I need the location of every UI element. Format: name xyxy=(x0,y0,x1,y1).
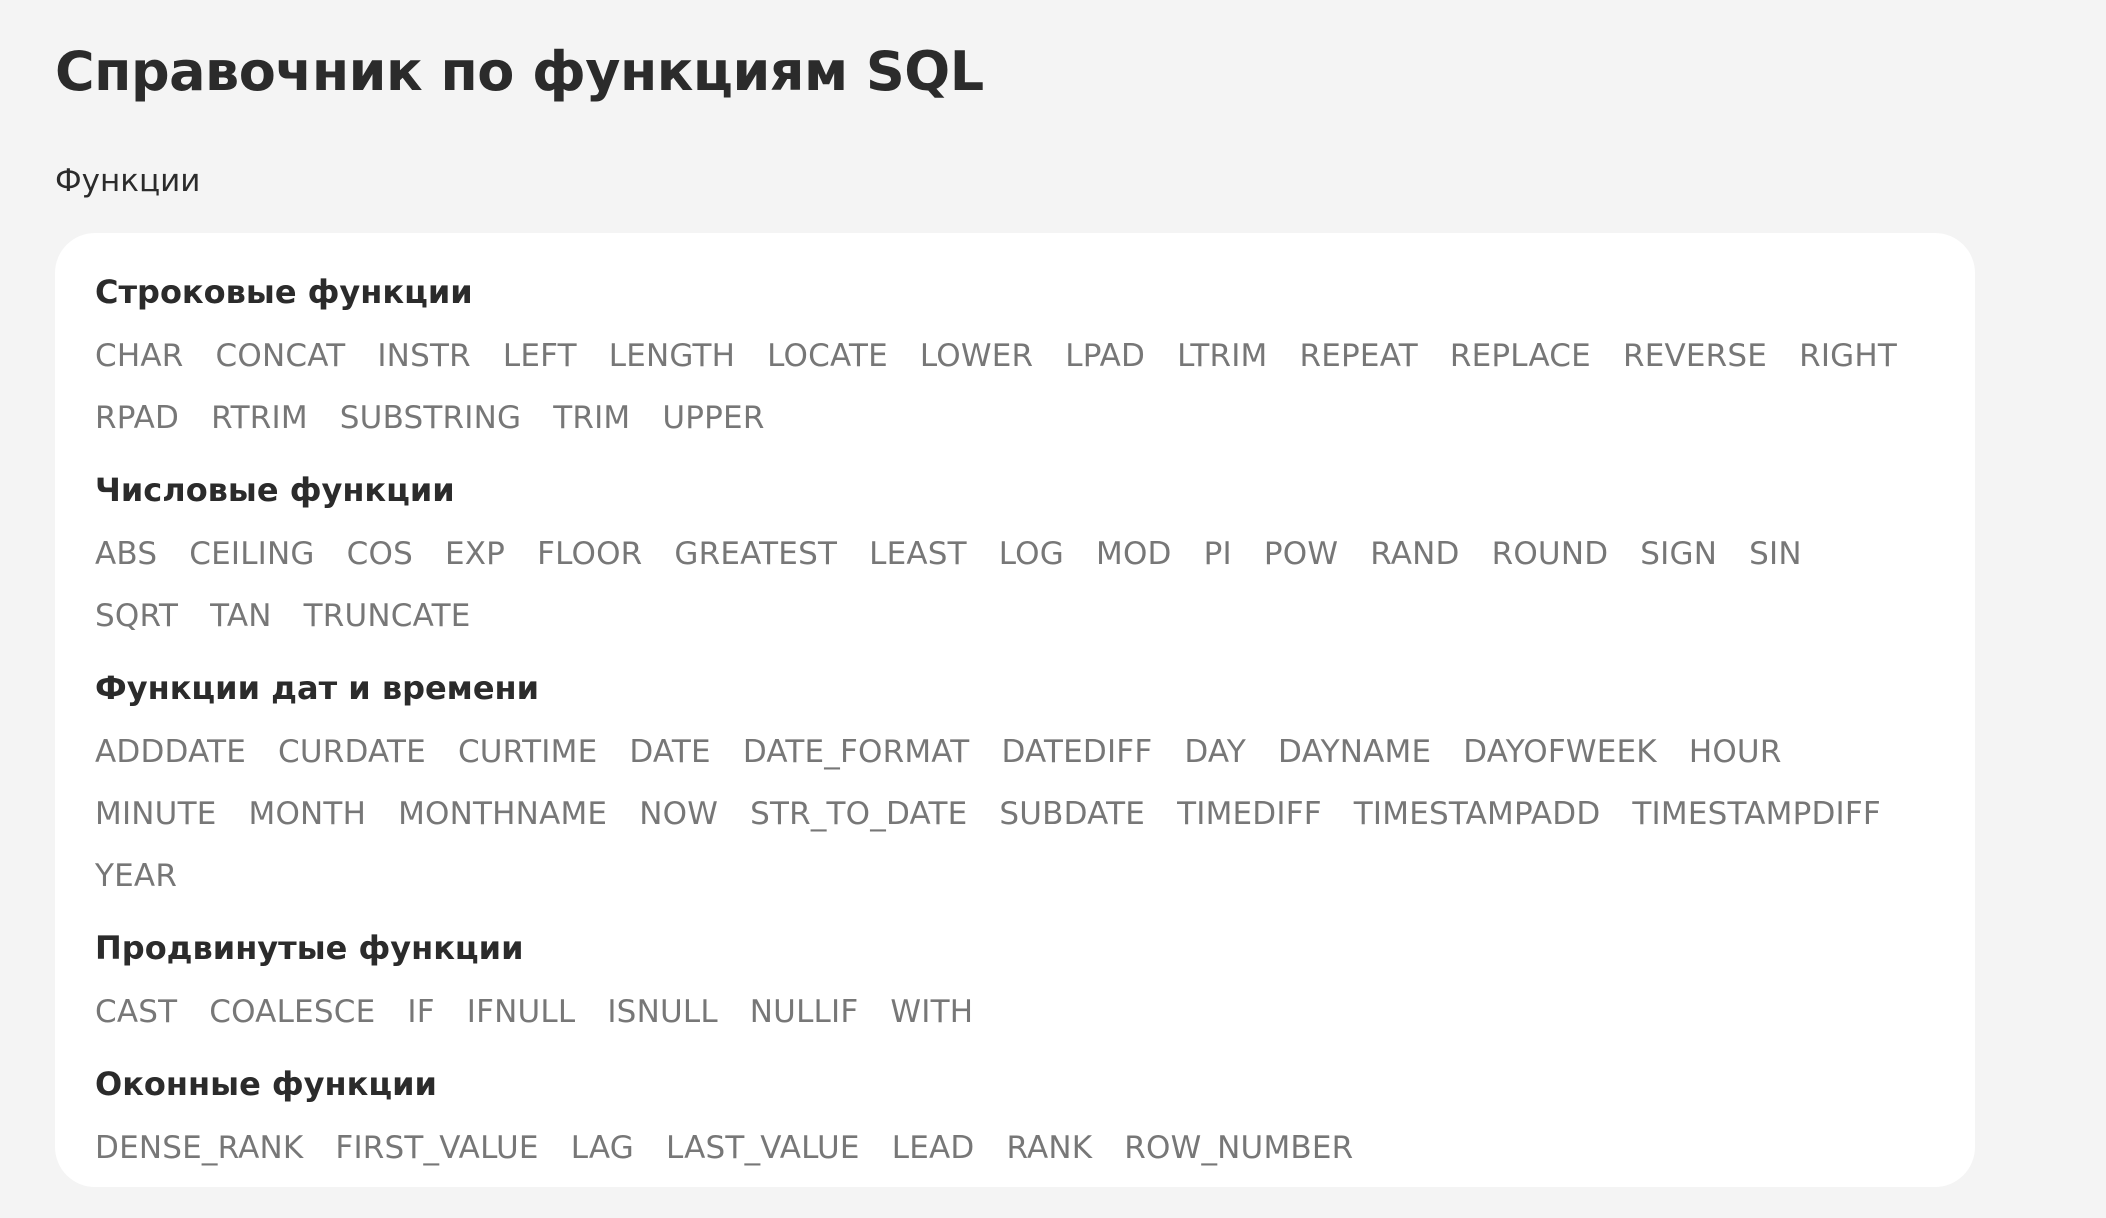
group-heading: Числовые функции xyxy=(95,471,455,509)
function-list: ADDDATE CURDATE CURTIME DATE DATE_FORMAT DATE… xyxy=(95,721,1935,907)
function-link-dense-rank[interactable]: DENSE_RANK xyxy=(95,1130,304,1166)
function-link-truncate[interactable]: TRUNCATE xyxy=(303,598,471,634)
function-link-replace[interactable]: REPLACE xyxy=(1449,338,1591,374)
function-link-first-value[interactable]: FIRST_VALUE xyxy=(335,1130,539,1166)
function-link-monthname[interactable]: MONTHNAME xyxy=(398,796,608,832)
function-link-cos[interactable]: COS xyxy=(346,536,413,572)
function-link-nullif[interactable]: NULLIF xyxy=(749,994,859,1030)
function-link-upper[interactable]: UPPER xyxy=(662,400,765,436)
function-link-mod[interactable]: MOD xyxy=(1096,536,1172,572)
function-link-timestampdiff[interactable]: TIMESTAMPDIFF xyxy=(1632,796,1881,832)
section-label: Функции xyxy=(55,163,201,199)
function-link-abs[interactable]: ABS xyxy=(95,536,158,572)
function-link-instr[interactable]: INSTR xyxy=(377,338,471,374)
function-group-numeric: Числовые функции ABS CEILING COS EXP FLOOR GR… xyxy=(95,467,1935,647)
function-link-log[interactable]: LOG xyxy=(998,536,1064,572)
function-link-day[interactable]: DAY xyxy=(1184,734,1247,770)
group-heading: Строковые функции xyxy=(95,273,473,311)
function-link-coalesce[interactable]: COALESCE xyxy=(209,994,376,1030)
function-link-least[interactable]: LEAST xyxy=(869,536,967,572)
function-link-char[interactable]: CHAR xyxy=(95,338,184,374)
function-link-ifnull[interactable]: IFNULL xyxy=(466,994,576,1030)
function-link-timediff[interactable]: TIMEDIFF xyxy=(1177,796,1322,832)
function-link-reverse[interactable]: REVERSE xyxy=(1622,338,1768,374)
function-link-greatest[interactable]: GREATEST xyxy=(674,536,838,572)
function-link-row-number[interactable]: ROW_NUMBER xyxy=(1124,1130,1354,1166)
function-list: CAST COALESCE IF IFNULL ISNULL NULLIF WITH xyxy=(95,981,1935,1043)
function-link-str-to-date[interactable]: STR_TO_DATE xyxy=(750,796,968,832)
function-link-rpad[interactable]: RPAD xyxy=(95,400,180,436)
function-link-curtime[interactable]: CURTIME xyxy=(457,734,598,770)
function-link-dayofweek[interactable]: DAYOFWEEK xyxy=(1463,734,1657,770)
function-link-if[interactable]: IF xyxy=(407,994,435,1030)
function-group-advanced: Продвинутые функции CAST COALESCE IF IFNULL… xyxy=(95,925,1935,1043)
function-link-dayname[interactable]: DAYNAME xyxy=(1278,734,1432,770)
function-link-year[interactable]: YEAR xyxy=(95,858,178,894)
function-group-window: Оконные функции DENSE_RANK FIRST_VALUE LAG… xyxy=(95,1061,1935,1179)
function-link-sqrt[interactable]: SQRT xyxy=(95,598,179,634)
function-list: DENSE_RANK FIRST_VALUE LAG LAST_VALUE LEAD RA… xyxy=(95,1117,1935,1179)
function-link-trim[interactable]: TRIM xyxy=(553,400,631,436)
function-link-last-value[interactable]: LAST_VALUE xyxy=(665,1130,860,1166)
function-group-string: Строковые функции CHAR CONCAT INSTR LEFT LEN… xyxy=(95,269,1935,449)
function-link-cast[interactable]: CAST xyxy=(95,994,178,1030)
function-link-round[interactable]: ROUND xyxy=(1491,536,1609,572)
function-list: CHAR CONCAT INSTR LEFT LENGTH LOCATE LOWER LPAD… xyxy=(95,325,1935,449)
group-heading: Продвинутые функции xyxy=(95,929,524,967)
function-link-sin[interactable]: SIN xyxy=(1749,536,1802,572)
function-link-lpad[interactable]: LPAD xyxy=(1065,338,1146,374)
function-link-date[interactable]: DATE xyxy=(629,734,711,770)
page-title: Справочник по функциям SQL xyxy=(55,40,984,103)
function-link-pi[interactable]: PI xyxy=(1203,536,1232,572)
function-link-isnull[interactable]: ISNULL xyxy=(607,994,718,1030)
function-link-concat[interactable]: CONCAT xyxy=(215,338,346,374)
functions-card: Строковые функции CHAR CONCAT INSTR LEFT LEN… xyxy=(55,233,1975,1187)
function-link-hour[interactable]: HOUR xyxy=(1688,734,1782,770)
function-link-rank[interactable]: RANK xyxy=(1006,1130,1093,1166)
function-link-adddate[interactable]: ADDDATE xyxy=(95,734,246,770)
function-link-ceiling[interactable]: CEILING xyxy=(189,536,315,572)
function-link-exp[interactable]: EXP xyxy=(444,536,506,572)
function-link-floor[interactable]: FLOOR xyxy=(537,536,643,572)
function-link-subdate[interactable]: SUBDATE xyxy=(999,796,1146,832)
group-heading: Функции дат и времени xyxy=(95,669,540,707)
function-link-with[interactable]: WITH xyxy=(890,994,974,1030)
function-link-ltrim[interactable]: LTRIM xyxy=(1177,338,1268,374)
function-link-pow[interactable]: POW xyxy=(1263,536,1339,572)
group-heading: Оконные функции xyxy=(95,1065,437,1103)
function-link-repeat[interactable]: REPEAT xyxy=(1299,338,1418,374)
function-link-now[interactable]: NOW xyxy=(639,796,719,832)
function-link-rtrim[interactable]: RTRIM xyxy=(211,400,308,436)
function-link-lead[interactable]: LEAD xyxy=(891,1130,975,1166)
function-link-lag[interactable]: LAG xyxy=(570,1130,634,1166)
function-link-sign[interactable]: SIGN xyxy=(1640,536,1718,572)
function-link-minute[interactable]: MINUTE xyxy=(95,796,217,832)
function-link-substring[interactable]: SUBSTRING xyxy=(339,400,522,436)
function-list: ABS CEILING COS EXP FLOOR GREATEST LEAST LOG MOD… xyxy=(95,523,1935,647)
function-link-datediff[interactable]: DATEDIFF xyxy=(1001,734,1153,770)
function-link-locate[interactable]: LOCATE xyxy=(767,338,888,374)
function-link-date-format[interactable]: DATE_FORMAT xyxy=(742,734,970,770)
function-link-right[interactable]: RIGHT xyxy=(1799,338,1898,374)
function-link-left[interactable]: LEFT xyxy=(502,338,577,374)
function-link-length[interactable]: LENGTH xyxy=(608,338,736,374)
function-link-curdate[interactable]: CURDATE xyxy=(278,734,426,770)
function-link-tan[interactable]: TAN xyxy=(210,598,272,634)
function-link-timestampadd[interactable]: TIMESTAMPADD xyxy=(1353,796,1601,832)
function-link-rand[interactable]: RAND xyxy=(1370,536,1460,572)
function-link-month[interactable]: MONTH xyxy=(248,796,367,832)
function-link-lower[interactable]: LOWER xyxy=(919,338,1034,374)
function-group-datetime: Функции дат и времени ADDDATE CURDATE CURT… xyxy=(95,665,1935,907)
